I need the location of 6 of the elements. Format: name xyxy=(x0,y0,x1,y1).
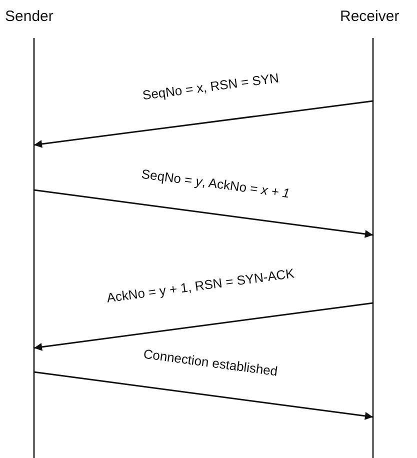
message-arrow xyxy=(34,371,374,420)
participant-label: Sender xyxy=(5,8,53,26)
message-arrow xyxy=(34,100,374,148)
message-arrow xyxy=(34,302,374,351)
message-arrow xyxy=(34,189,374,238)
participant-label: Receiver xyxy=(340,8,399,26)
